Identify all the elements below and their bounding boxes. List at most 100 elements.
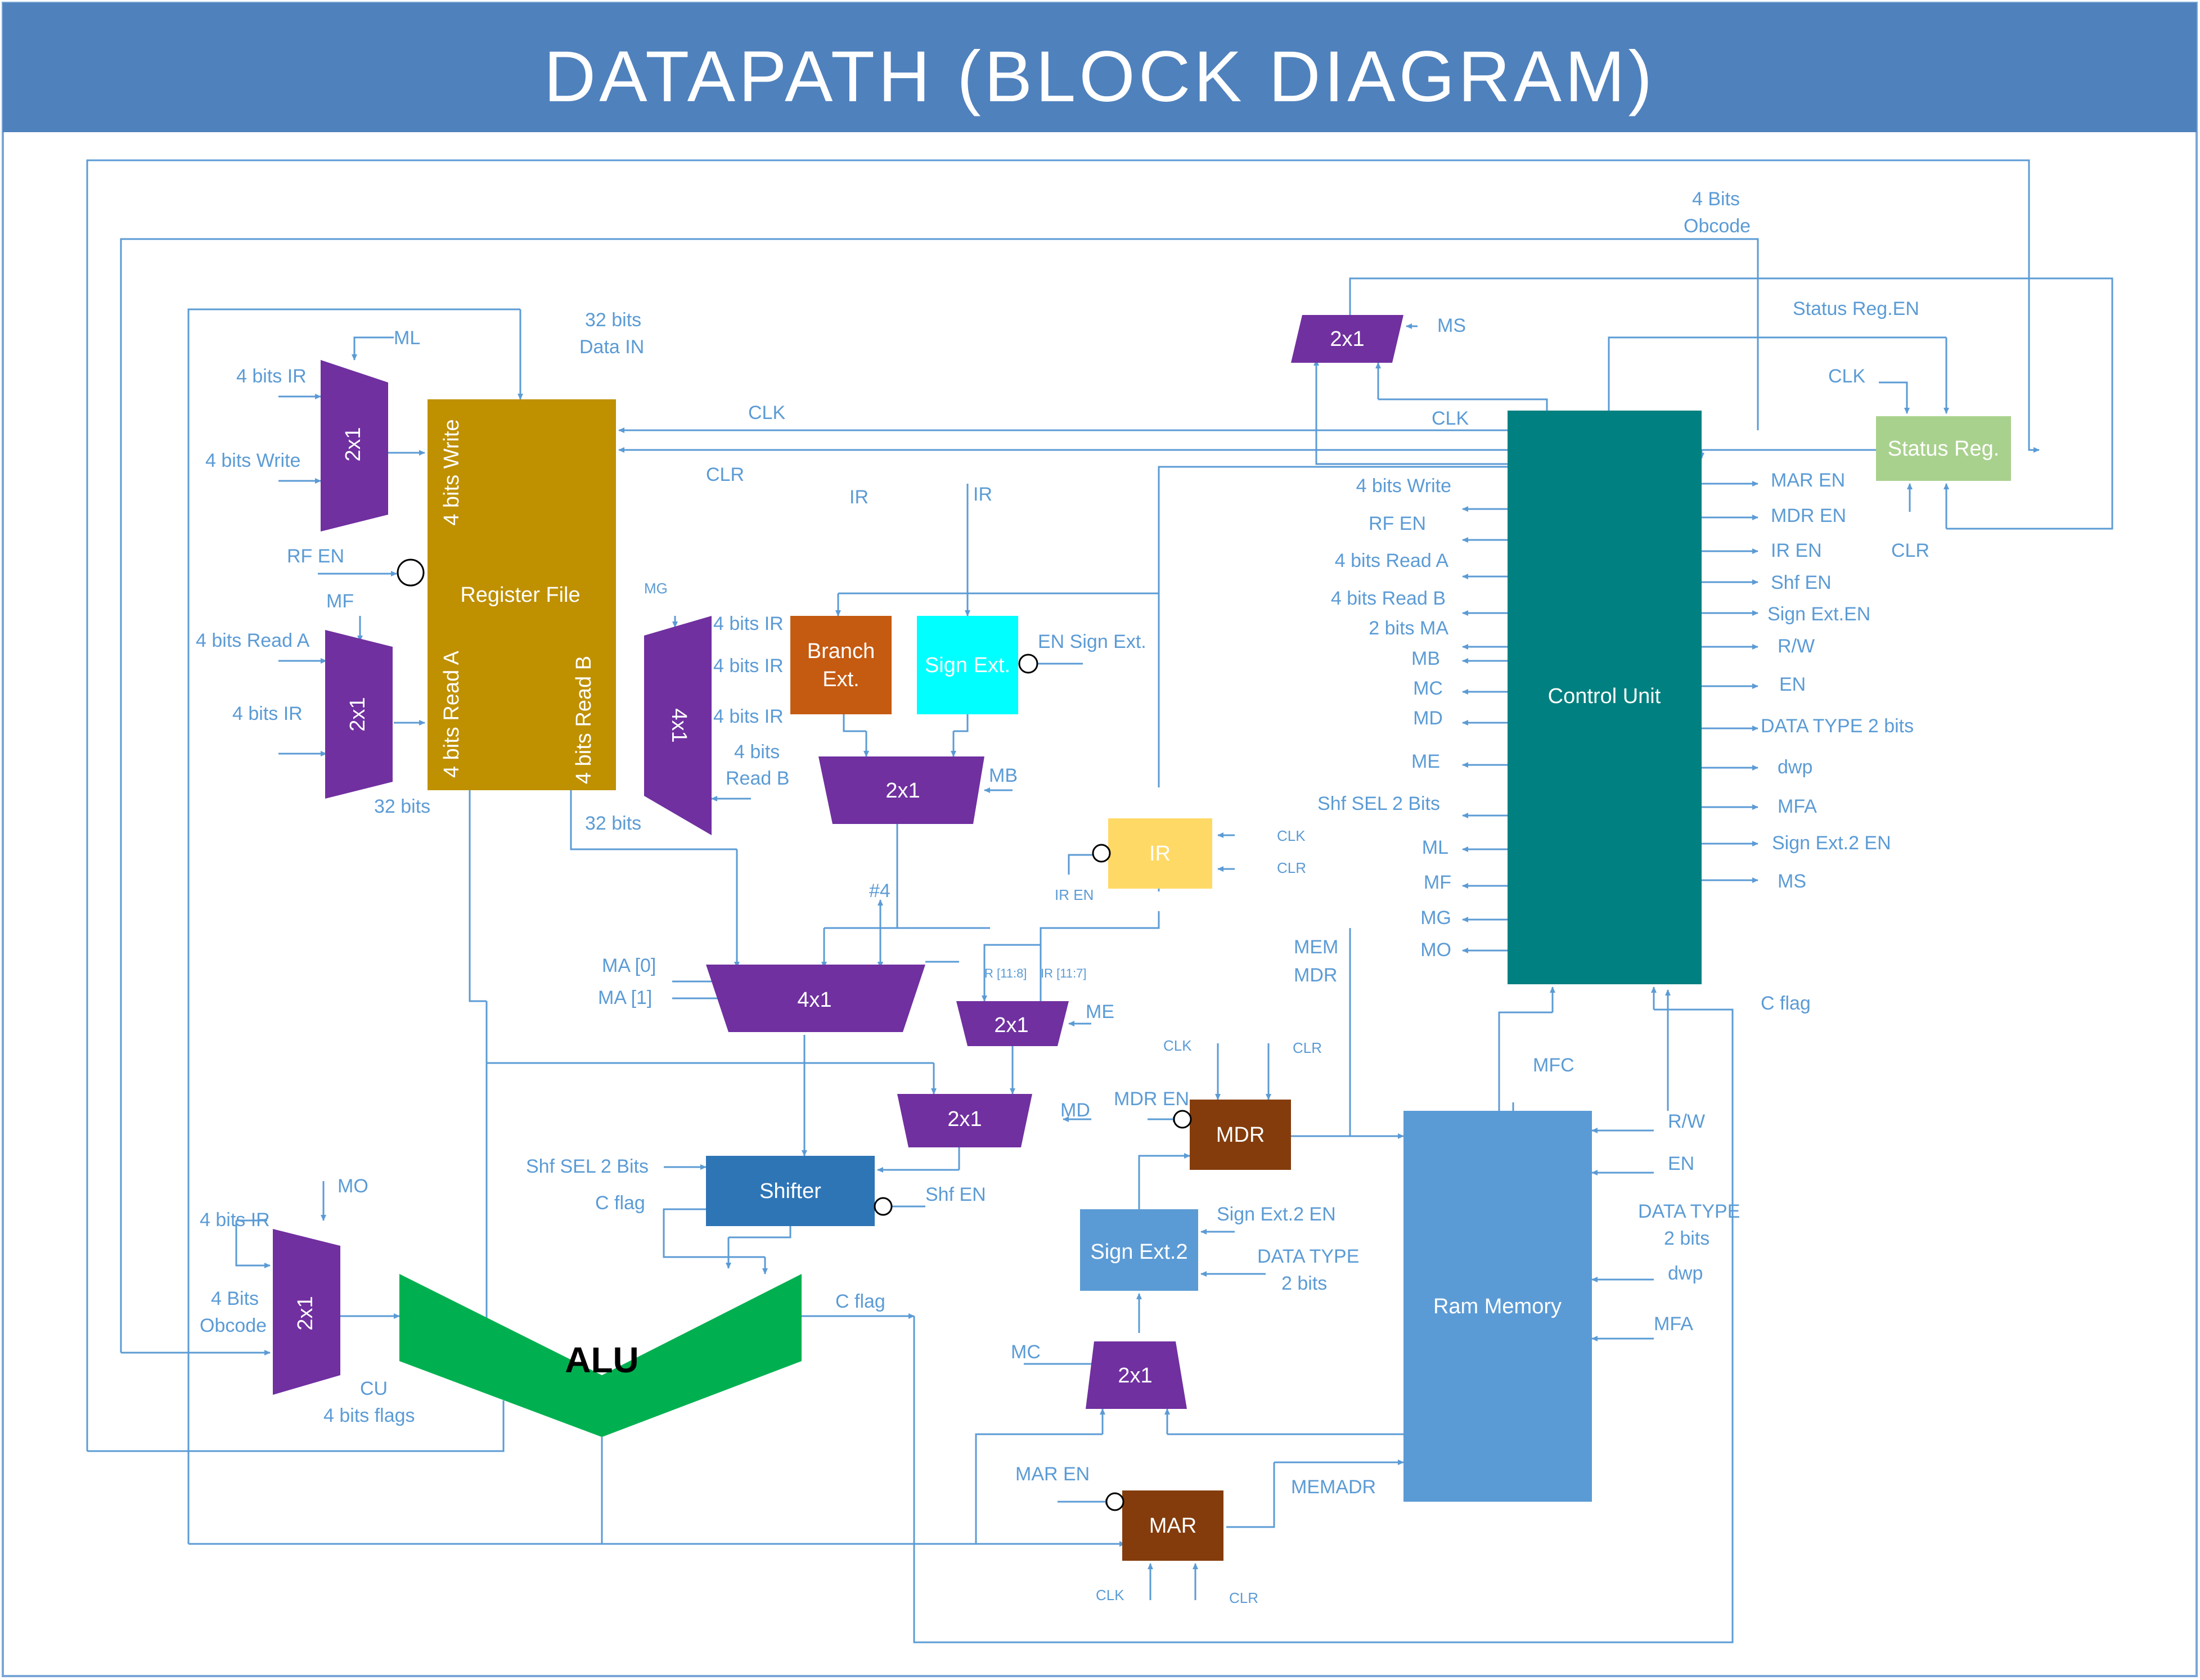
label-clk-sr: CLK [1828,366,1865,387]
label-clr-rf: CLR [706,464,744,485]
label-ir-clk: CLK [1277,827,1306,844]
label-obcode-2: Obcode [1684,215,1751,237]
label-clr-sr: CLR [1891,540,1929,561]
label-cu-flags-2: 4 bits flags [323,1405,415,1426]
label-ma1: MA [1] [598,987,652,1008]
label-mg-in-4b: Read B [726,768,789,789]
label-ram-mfa: MFA [1654,1313,1693,1335]
cu-out-left: 4 bits Read A [1335,550,1449,571]
cu-out-left: ML [1422,837,1448,858]
label-mar-clk: CLK [1096,1587,1124,1604]
shifter: Shifter [706,1156,875,1226]
shf-en-bubble [874,1197,893,1216]
label-ma0: MA [0] [602,955,656,976]
mdr-en-bubble [1173,1110,1192,1129]
svg-text:Status Reg.: Status Reg. [1888,437,2000,461]
sign-ext: Sign Ext. [917,616,1018,714]
label-mfc: MFC [1533,1055,1574,1076]
mux-mo: 2x1 [273,1229,340,1395]
mux-ml: 2x1 [321,360,388,532]
ir-register: IR [1108,818,1212,889]
cu-left-outputs: 4 bits Write RF EN 4 bits Read A 4 bits … [1317,475,1451,961]
label-c-flag-cu: C flag [1761,993,1811,1014]
branch-ext: Branch Ext. [790,616,892,714]
mux-ma: 4x1 [706,965,925,1032]
svg-text:Sign Ext.: Sign Ext. [925,654,1010,677]
label-mb: MB [989,765,1018,786]
label-ram-data-type-2: 2 bits [1664,1228,1709,1249]
ir-en-bubble [1092,844,1111,863]
label-en-sign-ext: EN Sign Ext. [1038,631,1146,652]
label-mg: MG [644,580,668,597]
label-r-11-8: R [11:8] [984,966,1027,980]
cu-out-left: ME [1411,751,1440,772]
label-ml: ML [394,327,420,349]
label-me: ME [1086,1001,1114,1023]
svg-text:2x1: 2x1 [341,427,365,461]
label-ram-data-type-1: DATA TYPE [1638,1201,1740,1222]
label-mo-obcode-1: 4 Bits [211,1288,259,1309]
mar-en-bubble [1105,1492,1124,1511]
mdr-register: MDR [1190,1100,1291,1170]
mux-md: 2x1 [897,1094,1032,1147]
label-ram-en: EN [1668,1153,1694,1174]
sign-ext-en-bubble [1018,654,1038,674]
svg-text:2x1: 2x1 [346,697,370,731]
label-rf-en: RF EN [287,546,344,567]
cu-right-outputs: MAR EN MDR EN IR EN Shf EN Sign Ext.EN R… [1761,470,1914,892]
label-obcode-1: 4 Bits [1692,188,1740,210]
label-md: MD [1060,1100,1090,1121]
cu-out-left: MO [1420,939,1451,961]
rf-read-b-port-label: 4 bits Read B [572,656,596,784]
mar-register: MAR [1122,1490,1223,1561]
svg-text:4x1: 4x1 [667,708,691,742]
label-cu-flags-1: CU [360,1378,388,1399]
title-bar [3,3,2197,132]
svg-text:2x1: 2x1 [885,779,920,803]
cu-out-left: MF [1424,872,1451,893]
label-ms: MS [1437,315,1466,336]
label-mg-in-4a: 4 bits [734,741,780,763]
cu-out-left: 4 bits Read B [1331,588,1446,609]
label-ram-dwp: dwp [1668,1263,1703,1284]
label-mg-in-2: 4 bits IR [713,655,784,677]
mux-mf: 2x1 [325,630,393,799]
status-register: Status Reg. [1876,416,2011,481]
mux-me: 2x1 [956,1001,1069,1046]
rf-write-port-label: 4 bits Write [440,419,464,525]
control-unit: Control Unit [1508,411,1702,984]
label-rf-b-bits: 32 bits [585,813,641,834]
svg-text:2x1: 2x1 [294,1296,317,1330]
label-mdr-clr: CLR [1293,1039,1322,1056]
cu-out-right: Sign Ext.EN [1767,603,1870,625]
register-file-label: Register File [460,583,580,607]
label-data-type-se2-2: 2 bits [1281,1273,1327,1294]
mux-mc: 2x1 [1086,1341,1187,1409]
cu-out-right: MS [1778,871,1806,892]
label-ram-rw: R/W [1668,1111,1705,1132]
cu-out-left: MC [1413,678,1443,699]
svg-text:Sign Ext.2: Sign Ext.2 [1090,1240,1187,1264]
label-mar-en: MAR EN [1015,1463,1090,1485]
cu-out-left: 4 bits Write [1356,475,1451,497]
cu-out-left: RF EN [1369,513,1426,534]
label-mf-read-a: 4 bits Read A [196,630,310,651]
label-mo-obcode-2: Obcode [200,1315,267,1336]
alu: ALU [399,1274,802,1437]
label-mo-ir: 4 bits IR [200,1209,270,1231]
label-shf-sel: Shf SEL 2 Bits [526,1156,649,1177]
svg-text:2x1: 2x1 [994,1014,1028,1037]
label-rf-a-bits: 32 bits [374,796,430,817]
cu-out-left: Shf SEL 2 Bits [1317,793,1440,814]
ram-memory: Ram Memory [1403,1111,1592,1502]
cu-out-right: MDR EN [1771,505,1846,526]
mux-mb: 2x1 [818,756,984,824]
page-title: DATAPATH (BLOCK DIAGRAM) [544,37,1655,117]
label-mo: MO [338,1175,368,1197]
cu-out-left: MD [1413,708,1443,729]
label-data-type-se2-1: DATA TYPE [1257,1246,1359,1267]
mux-mg: 4x1 [644,616,712,835]
sign-ext2: Sign Ext.2 [1080,1209,1198,1291]
svg-text:2x1: 2x1 [1330,327,1364,351]
label-mg-in-1: 4 bits IR [713,613,784,634]
